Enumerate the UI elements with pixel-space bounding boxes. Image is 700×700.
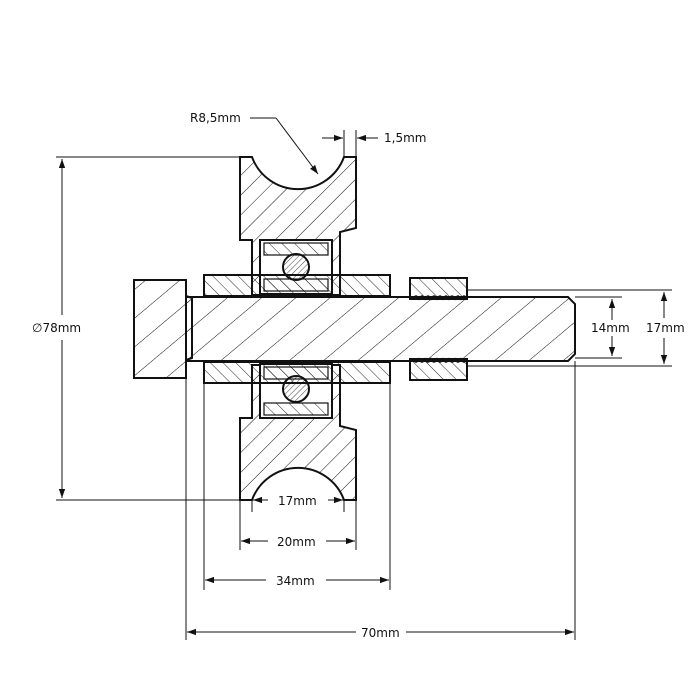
bolt-shank: [185, 296, 576, 362]
dim-outer-diameter: ∅78mm: [32, 156, 240, 501]
thread-lower: [412, 357, 468, 363]
lip-width-label: 1,5mm: [384, 131, 426, 145]
dim-groove-width: 17mm: [251, 494, 345, 512]
thread-upper: [412, 295, 468, 301]
nut: [409, 277, 468, 381]
dim-groove-radius: R8,5mm: [190, 111, 319, 175]
wheel-width-label: 20mm: [277, 535, 316, 549]
dim-lip-width: 1,5mm: [322, 130, 426, 157]
spacer-width-label: 34mm: [276, 574, 315, 588]
outer-diameter-label: ∅78mm: [32, 321, 81, 335]
axle-outer-label: 17mm: [646, 321, 685, 335]
dim-spacer-width: 34mm: [203, 383, 391, 590]
bolt-head: [133, 279, 193, 379]
dim-axle: 14mm 17mm: [467, 289, 685, 367]
spacer-sleeve: [203, 274, 391, 384]
dim-wheel-width: 20mm: [239, 500, 357, 550]
dim-total-length: 70mm: [185, 361, 576, 640]
axle-inner-label: 14mm: [591, 321, 630, 335]
axle-bolt: [133, 279, 576, 379]
total-length-label: 70mm: [361, 626, 400, 640]
groove-radius-label: R8,5mm: [190, 111, 241, 125]
groove-width-label: 17mm: [278, 494, 317, 508]
